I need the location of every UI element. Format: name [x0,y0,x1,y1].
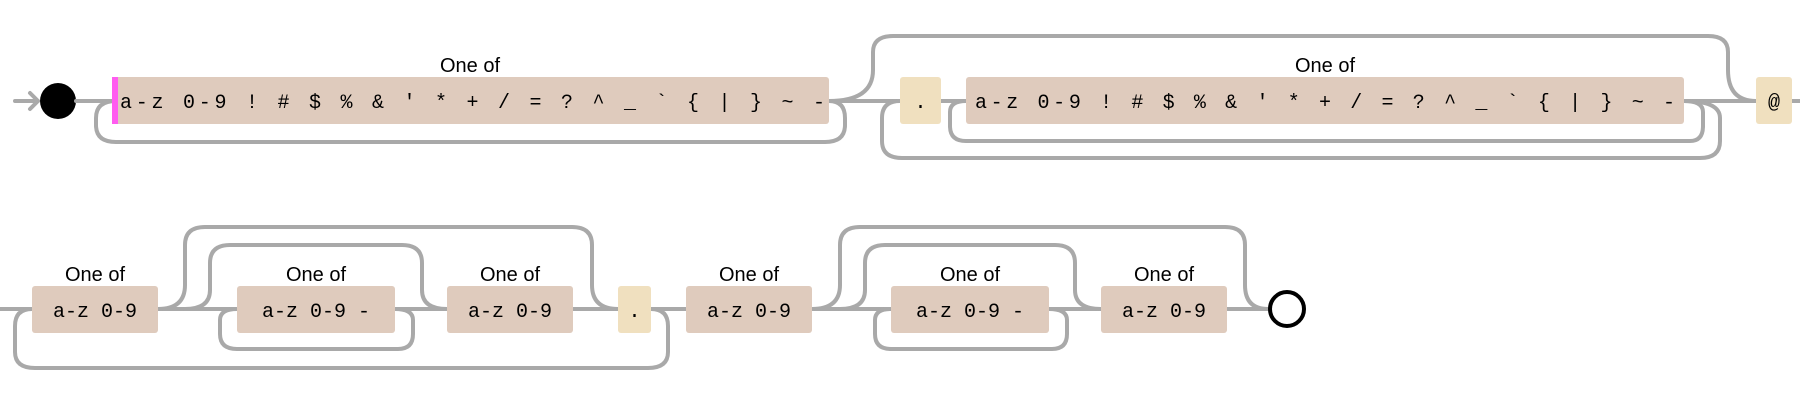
row2-loop-1 [218,307,415,351]
label-middle-text: a-z 0-9 - [262,301,370,324]
label-start-box[interactable] [32,286,158,333]
row2-outer-loop [13,307,670,370]
at-literal-text: @ [1768,92,1780,115]
dot-literal-text: . [914,92,926,115]
at-literal-box[interactable] [1756,77,1792,124]
label-end-box[interactable] [447,286,573,333]
tld-end-box[interactable] [1101,286,1227,333]
selection-cursor [112,77,118,124]
one-of-label: One of [440,55,500,77]
entry-arrow [13,91,40,111]
local-charset-repeat-text: a-z 0-9 ! # $ % & ' * + / = ? ^ _ ` { | … [975,92,1675,115]
row1-loop-2 [948,99,1705,143]
one-of-label: One of [940,264,1000,286]
dot-literal-box[interactable] [900,77,941,124]
tld-end-text: a-z 0-9 [1122,301,1206,324]
tld-start-box[interactable] [686,286,812,333]
one-of-label: One of [719,264,779,286]
tld-middle-box[interactable] [891,286,1049,333]
label-middle-box[interactable] [237,286,395,333]
local-charset-repeat-box[interactable] [966,77,1684,124]
row2-loop-2 [873,307,1069,351]
one-of-label: One of [1295,55,1355,77]
row2-optional-bypass-4 [838,243,1103,311]
one-of-label: One of [480,264,540,286]
row2-optional-bypass-2 [183,243,449,311]
row1-loop-1 [94,99,847,144]
dot-literal-text: . [628,301,640,324]
end-node [1268,290,1306,328]
row2-optional-bypass-1 [156,225,620,311]
one-of-label: One of [65,264,125,286]
start-node [40,83,76,119]
one-of-label: One of [286,264,346,286]
label-end-text: a-z 0-9 [468,301,552,324]
row2-optional-bypass-3 [810,225,1270,311]
dot-literal-box[interactable] [618,286,651,333]
row1-group-loop [880,99,1722,160]
label-start-text: a-z 0-9 [53,301,137,324]
row1-optional-bypass [827,34,1758,103]
one-of-label: One of [1134,264,1194,286]
tld-start-text: a-z 0-9 [707,301,791,324]
local-charset-box[interactable] [112,77,829,124]
local-charset-text: a-z 0-9 ! # $ % & ' * + / = ? ^ _ ` { | … [120,92,825,115]
tld-middle-text: a-z 0-9 - [916,301,1024,324]
